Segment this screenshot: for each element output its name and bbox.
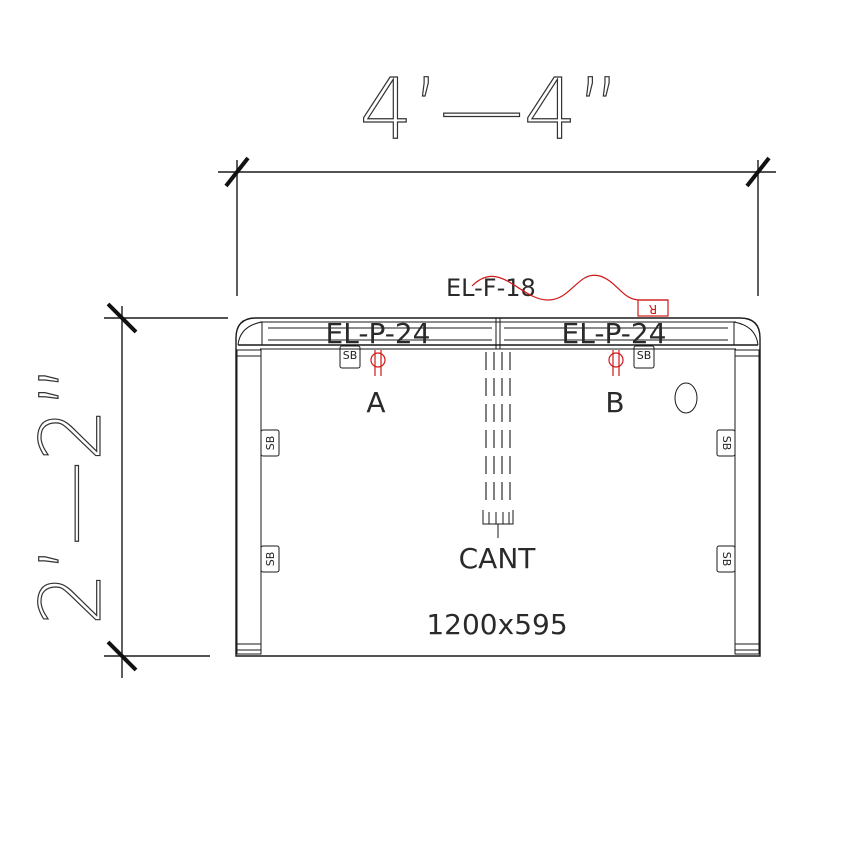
switch-box-right-lower-rect	[716, 545, 736, 573]
switch-box-top-right: SB	[633, 345, 655, 369]
tap-point-b: B	[605, 350, 625, 419]
switch-box-left-upper: SB	[260, 429, 280, 457]
switch-box-right-upper-label: SB	[720, 436, 733, 451]
panel-right-label: EL-P-24	[562, 317, 667, 350]
leg-right-cap-top	[734, 349, 760, 357]
width-dimension: 4’—4”	[218, 59, 776, 296]
leg-right-cap-bottom	[734, 643, 760, 651]
switch-box-right-lower: SB	[716, 545, 736, 573]
switch-box-left-upper-rect	[260, 429, 280, 457]
leg-left-cap-bottom	[236, 643, 262, 651]
switch-box-right-upper: SB	[716, 429, 736, 457]
panel-left-label: EL-P-24	[326, 317, 431, 350]
height-tick-top	[106, 302, 138, 334]
switch-box-top-right-rect	[633, 345, 655, 369]
switch-box-top-left: SB	[339, 345, 361, 369]
desk-size-label: 1200x595	[426, 608, 567, 641]
switch-box-left-upper-label: SB	[264, 436, 277, 451]
cantilever	[485, 352, 511, 506]
switch-box-top-left-rect	[339, 345, 361, 369]
tap-b-circle	[608, 352, 624, 368]
cable-tag-label: EL-F-18	[446, 274, 536, 302]
cable-path	[471, 274, 668, 301]
grommet-hole	[674, 382, 698, 414]
desk-outline	[235, 317, 761, 657]
tap-b-label: B	[605, 386, 624, 419]
desk	[235, 317, 761, 657]
panel-right: EL-P-24	[504, 317, 728, 350]
cantilever-foot	[482, 510, 514, 538]
width-tick-right	[745, 156, 771, 188]
tap-point-a: A	[366, 350, 386, 419]
red-marker-box	[637, 299, 669, 317]
leg-left	[236, 349, 262, 655]
switch-box-left-lower-rect	[260, 545, 280, 573]
width-dimension-label: 4’—4”	[359, 60, 620, 158]
leg-right	[734, 349, 760, 655]
cable-tag-group: EL-F-18 R	[446, 274, 669, 317]
panel-left: EL-P-24	[268, 317, 492, 350]
red-marker-label: R	[649, 302, 657, 316]
switch-box-right-lower-label: SB	[720, 552, 733, 567]
switch-box-top-right-label: SB	[637, 349, 652, 362]
tap-a-label: A	[366, 386, 385, 419]
width-tick-left	[224, 156, 250, 188]
height-dimension: 2’—2”	[21, 302, 228, 678]
height-dimension-label: 2’—2”	[22, 364, 120, 625]
switch-box-left-lower-label: SB	[264, 552, 277, 567]
switch-box-left-lower: SB	[260, 545, 280, 573]
corner-cap-left	[237, 321, 263, 346]
switch-box-top-left-label: SB	[343, 349, 358, 362]
cantilever-label: CANT	[459, 542, 537, 575]
leg-left-cap-top	[236, 349, 262, 357]
switch-box-right-upper-rect	[716, 429, 736, 457]
tap-a-circle	[370, 352, 386, 368]
height-tick-bottom	[106, 640, 138, 672]
corner-cap-right	[733, 321, 759, 346]
